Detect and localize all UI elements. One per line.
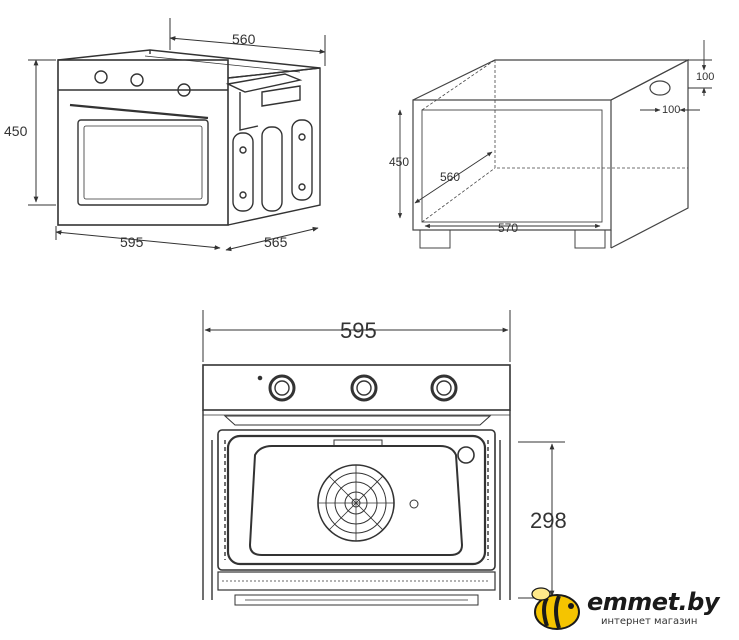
niche-isometric-view (412, 59, 689, 249)
dim-top-oven-height: 450 (4, 123, 28, 139)
dim-front-width: 595 (340, 318, 377, 343)
knob-icon (350, 374, 378, 402)
brand-tagline: интернет магазин (601, 616, 698, 627)
knob-icon (177, 83, 191, 97)
knob-icon (94, 70, 108, 84)
dim-niche-corner-b: 100 (662, 104, 680, 116)
dim-top-oven-depth: 565 (264, 234, 288, 250)
brand-name: emmet.by (587, 588, 719, 616)
dim-niche-width: 570 (498, 221, 518, 235)
dim-top-oven-front-width: 595 (120, 234, 144, 250)
emmet-logo[interactable]: emmet.by интернет магазин (527, 582, 737, 634)
knob-icon (430, 374, 458, 402)
dim-top-oven-width: 560 (232, 31, 256, 47)
bee-icon (531, 587, 580, 630)
knob-icon (130, 73, 144, 87)
oven-dimension-lines (28, 18, 326, 252)
oven-front-view (202, 364, 511, 606)
dim-niche-height: 450 (389, 155, 409, 169)
fan-icon (317, 464, 395, 542)
niche-dimension-lines (397, 40, 712, 229)
dim-cavity-height: 298 (530, 508, 567, 533)
oven-isometric-view (57, 49, 321, 226)
knob-icon (257, 374, 296, 402)
dim-niche-depth: 560 (440, 170, 460, 184)
dim-niche-corner-a: 100 (696, 71, 714, 83)
